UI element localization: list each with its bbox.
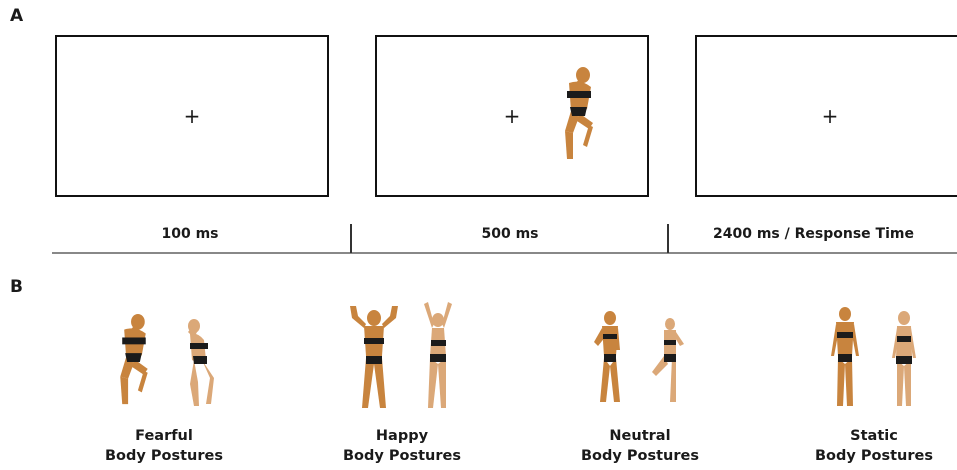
condition-name: Neutral xyxy=(560,426,720,446)
duration-label-1: 100 ms xyxy=(55,226,325,242)
fixation-cross: + xyxy=(820,106,840,126)
timeline-axis xyxy=(52,252,957,254)
neutral-female-figure xyxy=(648,316,690,408)
fixation-cross: + xyxy=(182,106,202,126)
condition-label-happy: Happy Body Postures xyxy=(322,426,482,466)
happy-male-figure xyxy=(346,304,402,414)
fearful-female-figure xyxy=(176,316,218,410)
static-female-figure xyxy=(886,310,922,412)
duration-label-2: 500 ms xyxy=(375,226,645,242)
timeline-tick xyxy=(667,224,669,253)
condition-name: Happy xyxy=(322,426,482,446)
fixation-cross: + xyxy=(502,106,522,126)
panel-b-letter: B xyxy=(10,277,23,297)
screen-fixation-2: + xyxy=(695,35,957,197)
condition-name: Static xyxy=(794,426,954,446)
screen-stimulus: + xyxy=(375,35,649,197)
condition-subtitle: Body Postures xyxy=(84,446,244,466)
condition-label-neutral: Neutral Body Postures xyxy=(560,426,720,466)
condition-label-static: Static Body Postures xyxy=(794,426,954,466)
condition-subtitle: Body Postures xyxy=(560,446,720,466)
duration-label-3: 2400 ms / Response Time xyxy=(670,226,957,242)
screen-fixation-1: + xyxy=(55,35,329,197)
fearful-male-figure xyxy=(108,312,158,410)
neutral-male-figure xyxy=(590,310,630,410)
condition-label-fearful: Fearful Body Postures xyxy=(84,426,244,466)
condition-subtitle: Body Postures xyxy=(794,446,954,466)
condition-subtitle: Body Postures xyxy=(322,446,482,466)
happy-female-figure xyxy=(418,300,458,414)
panel-a-letter: A xyxy=(10,6,23,26)
fearful-body-figure xyxy=(555,65,601,165)
condition-name: Fearful xyxy=(84,426,244,446)
static-male-figure xyxy=(825,306,865,412)
timeline-tick xyxy=(350,224,352,253)
